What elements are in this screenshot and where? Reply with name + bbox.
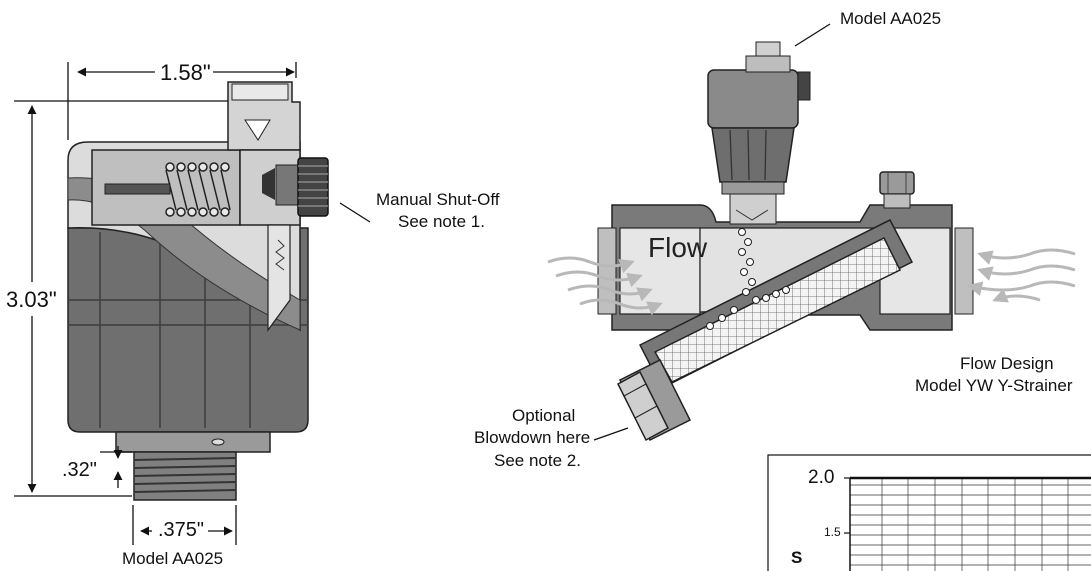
blowdown-callout-line1: Optional xyxy=(512,406,576,425)
air-vent-section-drawing xyxy=(14,62,371,545)
chart-tick-top: 2.0 xyxy=(808,467,835,488)
air-bubbles xyxy=(706,228,790,330)
dim-width-label: 1.58" xyxy=(158,60,213,86)
strainer-callout-line1: Flow Design xyxy=(960,354,1054,373)
blowdown-nut-icon xyxy=(617,370,669,442)
flow-label: Flow xyxy=(648,232,708,263)
chart-grid xyxy=(850,478,1091,571)
thread-icon xyxy=(133,451,237,501)
blowdown-callout-line3: See note 2. xyxy=(494,451,581,470)
model-top-callout: Model AA025 xyxy=(840,9,942,28)
manual-shutoff-callout-line2: See note 1. xyxy=(398,212,485,231)
flow-arrows-left xyxy=(547,256,663,316)
mounted-vent-icon xyxy=(707,41,811,225)
chart-fragment xyxy=(767,454,1091,571)
dim-height-label: 3.03" xyxy=(6,287,57,312)
shutoff-knob-icon xyxy=(297,157,329,217)
dim-thread-height-label: .32" xyxy=(62,459,97,481)
manual-shutoff-callout-line1: Manual Shut-Off xyxy=(376,190,500,209)
blowdown-callout-line2: Blowdown here xyxy=(474,428,591,447)
chart-tick-mid: 1.5 xyxy=(824,525,841,539)
strainer-callout-line2: Model YW Y-Strainer xyxy=(915,376,1073,395)
flow-arrows-right xyxy=(967,248,1076,303)
y-strainer-drawing xyxy=(547,23,1076,442)
plug-icon xyxy=(879,171,915,209)
chart-axis-letter: S xyxy=(791,548,803,567)
dim-thread-width-label: .375" xyxy=(158,519,205,541)
left-caption: Model AA025 xyxy=(122,549,224,568)
spring-icon xyxy=(165,162,231,217)
